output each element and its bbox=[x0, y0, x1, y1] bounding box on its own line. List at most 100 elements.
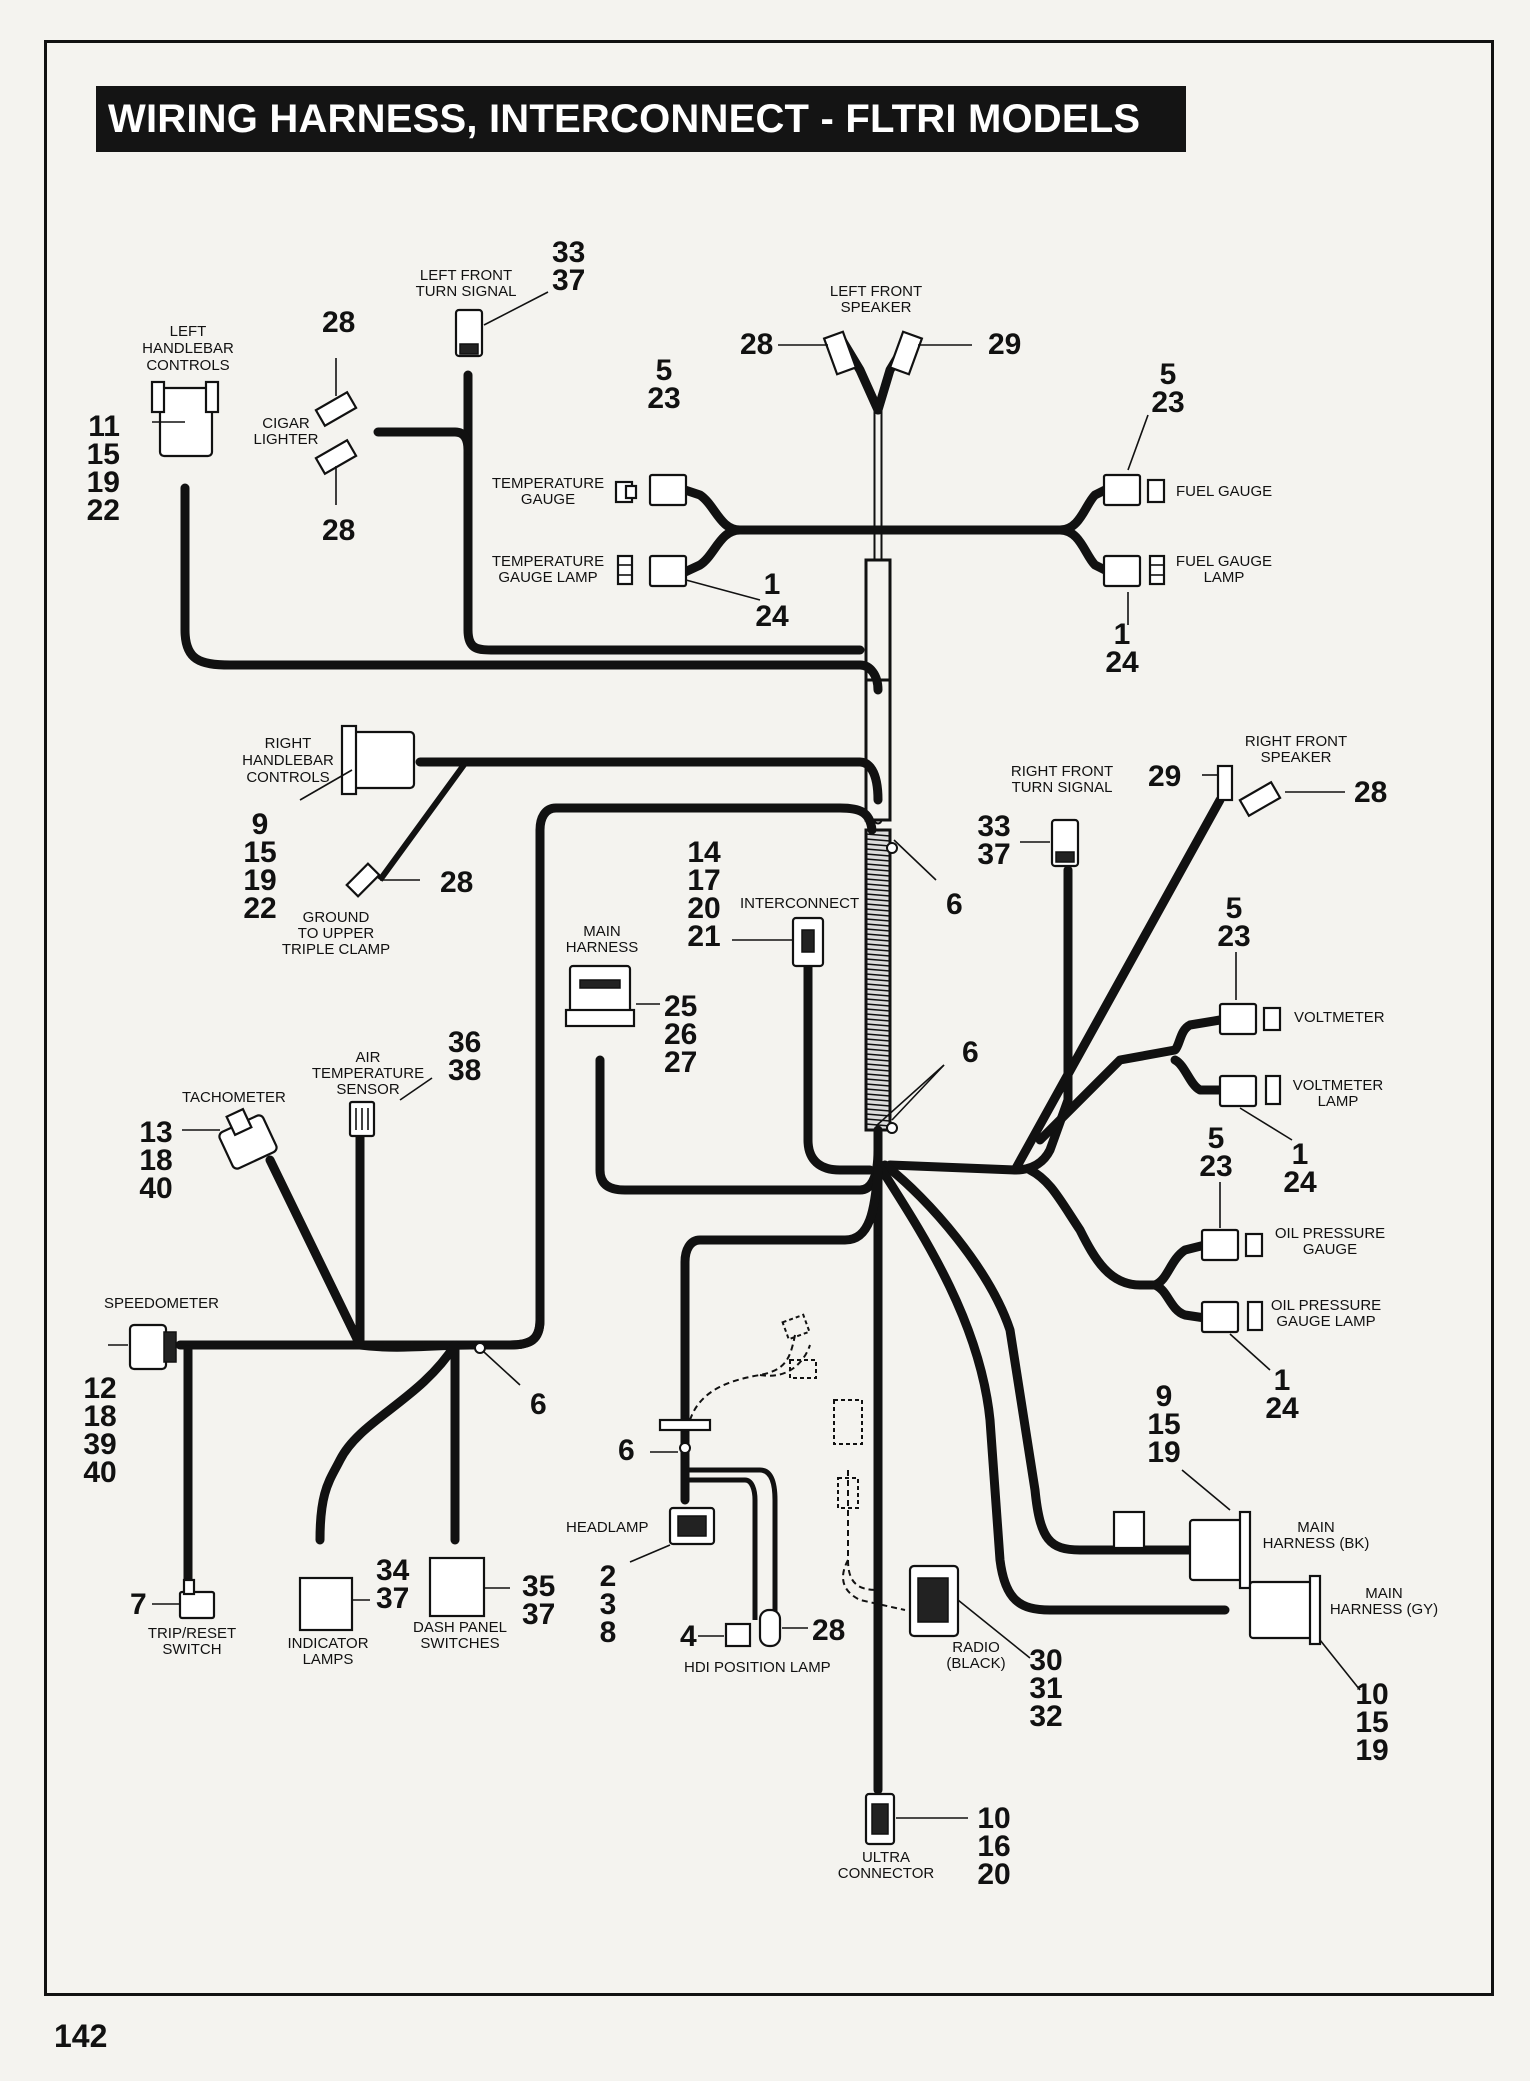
tubing-rib bbox=[865, 878, 891, 882]
tubing-rib bbox=[865, 928, 891, 932]
tubing-rib bbox=[865, 1013, 891, 1017]
tubing-rib bbox=[865, 1083, 891, 1087]
tubing-rib bbox=[865, 1073, 891, 1077]
tubing-rib bbox=[865, 1068, 891, 1072]
clip-num-headlamp: 6 bbox=[618, 1434, 635, 1467]
left-speaker-left-num: 28 bbox=[740, 328, 773, 361]
tubing-rib bbox=[865, 908, 891, 912]
main-harness-bk-connector bbox=[1112, 1510, 1252, 1590]
tubing-rib bbox=[865, 838, 891, 842]
tubing-rib bbox=[865, 1118, 891, 1122]
tubing-rib bbox=[865, 1038, 891, 1042]
speedometer-label: SPEEDOMETER bbox=[104, 1295, 219, 1312]
tubing-rib bbox=[865, 938, 891, 942]
headlamp-connector bbox=[658, 1418, 716, 1546]
tubing-rib bbox=[865, 1053, 891, 1057]
tubing-rib bbox=[865, 1093, 891, 1097]
fuel-gauge-lamp-connector bbox=[1102, 554, 1166, 588]
tubing-rib bbox=[865, 873, 891, 877]
hdi-left-num: 4 bbox=[680, 1620, 697, 1653]
voltmeter-label: VOLTMETER bbox=[1294, 1009, 1385, 1026]
convoluted-tubing bbox=[865, 833, 891, 1127]
tubing-rib bbox=[865, 1108, 891, 1112]
right-speaker-connectors bbox=[1216, 764, 1282, 818]
voltmeter-connector bbox=[1218, 1002, 1282, 1036]
fuel-gauge-connector bbox=[1102, 473, 1166, 507]
fuel-gauge-label: FUEL GAUGE bbox=[1176, 483, 1272, 500]
clip-num-left: 6 bbox=[530, 1388, 547, 1421]
tubing-rib bbox=[865, 893, 891, 897]
tubing-rib bbox=[865, 843, 891, 847]
tubing-rib bbox=[865, 1023, 891, 1027]
tubing-rib bbox=[865, 973, 891, 977]
tubing-rib bbox=[865, 993, 891, 997]
tubing-rib bbox=[865, 898, 891, 902]
tubing-rib bbox=[865, 1098, 891, 1102]
tubing-rib bbox=[865, 963, 891, 967]
ground-terminal bbox=[345, 862, 381, 898]
tubing-rib bbox=[865, 978, 891, 982]
trip-reset-switch-connector bbox=[178, 1578, 216, 1620]
tubing-rib bbox=[865, 1103, 891, 1107]
headlamp-label: HEADLAMP bbox=[566, 1519, 649, 1536]
clip-num-upper: 6 bbox=[946, 888, 963, 921]
air-temp-sensor-connector bbox=[348, 1100, 376, 1138]
tubing-rib bbox=[865, 953, 891, 957]
tubing-rib bbox=[865, 998, 891, 1002]
tubing-rib bbox=[865, 923, 891, 927]
interconnect-connector bbox=[791, 916, 825, 968]
cigar-bottom-num: 28 bbox=[322, 514, 355, 547]
tubing-rib bbox=[865, 853, 891, 857]
ground-num: 28 bbox=[440, 866, 473, 899]
tubing-rib bbox=[865, 868, 891, 872]
radio-connector bbox=[908, 1564, 960, 1638]
voltmeter-lamp-connector bbox=[1218, 1074, 1282, 1108]
leader-lines bbox=[108, 291, 1361, 1819]
left-speaker-right-num: 29 bbox=[988, 328, 1021, 361]
tubing-rib bbox=[865, 1113, 891, 1117]
tubing-rib bbox=[865, 1033, 891, 1037]
tubing-rib bbox=[865, 1063, 891, 1067]
tubing-rib bbox=[865, 903, 891, 907]
tubing-rib bbox=[865, 833, 891, 837]
left-speaker-connectors bbox=[822, 330, 924, 376]
page-frame bbox=[44, 40, 1494, 1996]
connectors bbox=[128, 308, 1322, 1846]
right-speaker-right-num: 28 bbox=[1354, 776, 1387, 809]
main-harness-gy-connector bbox=[1248, 1574, 1322, 1646]
tubing-rib bbox=[865, 858, 891, 862]
clip-num-mid: 6 bbox=[962, 1036, 979, 1069]
interconnect-label: INTERCONNECT bbox=[740, 895, 859, 912]
tubing-rib bbox=[865, 883, 891, 887]
page-number: 142 bbox=[54, 2018, 108, 2054]
tubing-rib bbox=[865, 943, 891, 947]
hdi-position-lamp-connectors bbox=[724, 1608, 782, 1648]
main-harness-connector bbox=[564, 964, 636, 1028]
tubing-rib bbox=[865, 1008, 891, 1012]
